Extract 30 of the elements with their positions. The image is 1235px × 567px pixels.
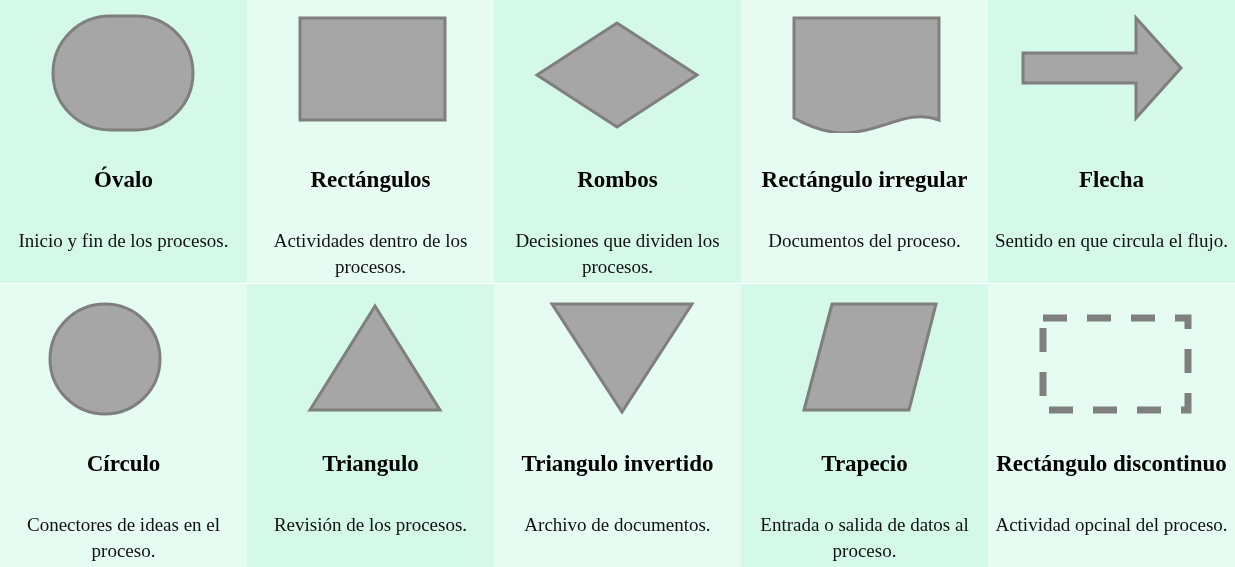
symbol-title: Triangulo invertido xyxy=(520,450,715,478)
symbol-title: Flecha xyxy=(1077,166,1146,194)
symbol-title: Óvalo xyxy=(93,166,154,194)
symbol-card xyxy=(988,0,1235,283)
symbol-card xyxy=(988,284,1235,567)
symbol-description: Conectores de ideas en el proceso. xyxy=(25,513,222,563)
symbol-description: Revisión de los procesos. xyxy=(272,513,469,537)
symbol-description: Inicio y fin de los procesos. xyxy=(17,229,230,253)
symbol-description: Entrada o salida de datos al proceso. xyxy=(759,513,970,563)
symbol-title: Círculo xyxy=(85,450,162,478)
symbol-description: Actividad opcinal del proceso. xyxy=(994,513,1229,537)
symbol-title: Rectángulo irregular xyxy=(760,166,969,194)
symbol-card xyxy=(0,284,247,567)
symbol-card xyxy=(0,0,247,283)
symbol-title: Rectángulos xyxy=(309,166,432,194)
symbol-card xyxy=(494,0,741,283)
symbol-description: Decisiones que dividen los procesos. xyxy=(514,229,721,279)
symbol-description: Sentido en que circula el flujo. xyxy=(994,229,1229,253)
symbol-title: Rectángulo discontinuo xyxy=(995,450,1228,478)
symbol-description: Archivo de documentos. xyxy=(523,513,712,537)
symbol-title: Trapecio xyxy=(820,450,909,478)
symbol-description: Actividades dentro de los procesos. xyxy=(272,229,469,279)
symbol-card xyxy=(247,284,494,567)
symbol-card xyxy=(494,284,741,567)
symbol-card xyxy=(741,284,988,567)
symbol-description: Documentos del proceso. xyxy=(767,229,962,253)
symbol-card xyxy=(741,0,988,283)
symbol-title: Rombos xyxy=(576,166,659,194)
symbol-card xyxy=(247,0,494,283)
symbol-title: Triangulo xyxy=(321,450,420,478)
